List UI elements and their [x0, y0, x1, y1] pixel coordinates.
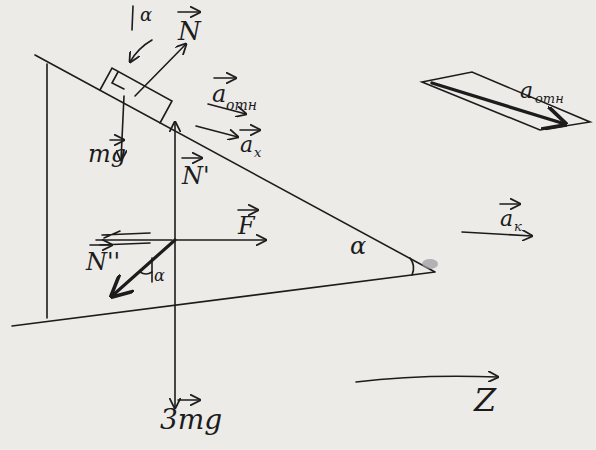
vector-label: a [212, 82, 226, 106]
vector-label: отн [535, 92, 564, 105]
vector-label: a [520, 80, 533, 102]
axis-arrow [356, 376, 498, 382]
vector-label: α [140, 6, 152, 24]
force-arrow [175, 239, 266, 241]
vector-bar [500, 203, 520, 205]
weight-arrow [174, 240, 176, 408]
ink-spot [422, 259, 438, 269]
vector-bar [214, 77, 236, 79]
vector-bar [178, 11, 200, 13]
vector-bar [90, 244, 112, 246]
vector-bar [182, 157, 202, 159]
vector-bar [178, 399, 200, 401]
vector-label: 3mg [160, 406, 222, 434]
vector-label: a [500, 208, 513, 230]
vector-label: Z [474, 384, 496, 416]
vector-label: x [254, 146, 261, 159]
vector-label: F [238, 214, 255, 238]
wedge-outline [12, 55, 435, 326]
vector-label: mg [88, 142, 126, 166]
scribble-arrows [96, 231, 172, 245]
vector-label: отн [226, 98, 257, 112]
angle-arc [140, 272, 152, 274]
vector-label: N' [182, 164, 210, 188]
acceleration-arrow [196, 126, 238, 137]
vector-bar [110, 139, 124, 141]
vertical-tick [132, 6, 133, 30]
ground-reaction-arrow [112, 240, 175, 296]
angle-arc [410, 258, 414, 275]
vector-label: α [350, 234, 366, 258]
right-angle-mark [112, 72, 124, 89]
vector-label: N'' [86, 250, 120, 274]
vector-bar [240, 129, 260, 131]
vector-label: к [514, 220, 522, 233]
relative-acceleration-arrow [432, 83, 565, 124]
parallelogram [422, 72, 590, 130]
normal-force-arrow [135, 44, 186, 96]
vector-label: N [178, 18, 201, 44]
vector-label: a [240, 134, 253, 156]
normal-force-arrow [174, 122, 176, 240]
vector-label: α [154, 268, 165, 284]
angle-arc [130, 40, 152, 62]
vector-bar [238, 209, 258, 211]
vertical-tick [151, 258, 153, 282]
